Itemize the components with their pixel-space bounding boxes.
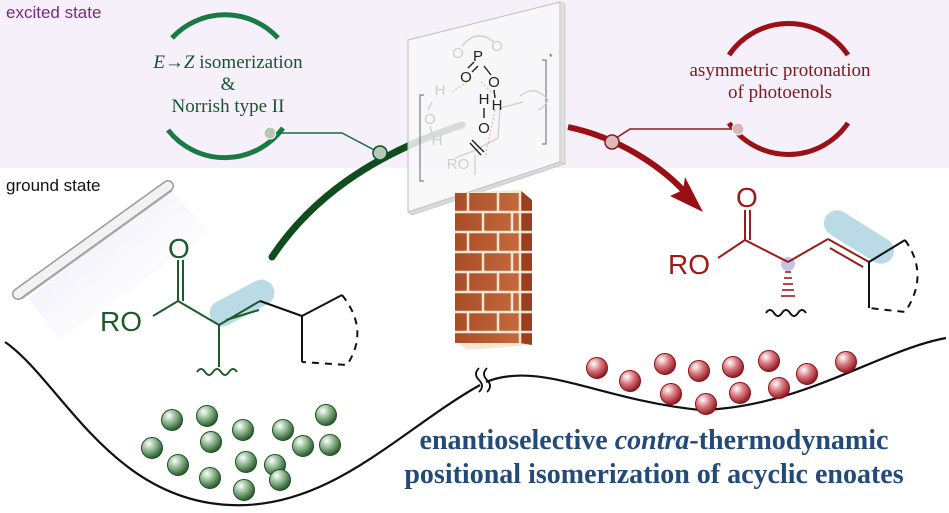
red-molecule-ball — [758, 350, 780, 372]
green-molecule-ball — [141, 437, 163, 459]
red-molecule-ball — [835, 351, 857, 373]
left-cycle-line1: E→Z isomerization — [108, 52, 348, 74]
green-molecule-ball — [233, 479, 255, 501]
right-molecule-O: O — [736, 182, 758, 213]
green-molecule-ball — [167, 454, 189, 476]
Z-label: Z — [183, 52, 195, 73]
light-beam — [28, 190, 210, 340]
lamp-icon — [12, 180, 174, 300]
red-reaction-path — [567, 124, 693, 200]
green-molecule-ball — [200, 431, 222, 453]
left-connector — [276, 132, 381, 154]
red-molecule-ball — [729, 382, 751, 404]
left-cycle-line2: & — [220, 74, 236, 95]
left-molecule — [152, 260, 359, 376]
isomerization-arrow-icon: → — [164, 52, 184, 73]
left-cycle-ring — [166, 12, 286, 161]
green-path-node — [372, 145, 388, 161]
green-molecule-ball — [292, 435, 314, 457]
isomerization-label: isomerization — [194, 52, 303, 73]
figure-title: enantioselective contra-thermodynamic po… — [360, 424, 948, 492]
right-cycle-node — [731, 122, 745, 136]
ts-atom-H2: H — [492, 97, 503, 114]
red-molecule-ball — [654, 353, 676, 375]
red-arrowhead — [670, 177, 703, 212]
right-cycle-line1: asymmetric protonation — [689, 60, 871, 81]
ts-atom-H1: H — [479, 91, 490, 108]
left-cycle-line3: Norrish type II — [171, 96, 285, 117]
energy-curve-left-well — [4, 341, 481, 507]
left-molecule-O: O — [168, 233, 190, 264]
right-cycle-line2: of photoenols — [728, 82, 832, 103]
excited-state-label: excited state — [6, 3, 102, 22]
title-line2: positional isomerization of acyclic enoa… — [404, 459, 904, 490]
title-italic: contra — [614, 425, 690, 456]
red-molecule-ball — [695, 393, 717, 415]
E-label: E — [153, 52, 165, 73]
red-molecule-ball — [768, 377, 790, 399]
left-molecule-RO: RO — [100, 306, 142, 337]
ts-atom-O3: O — [478, 120, 490, 137]
right-cycle-ring — [726, 21, 851, 157]
left-cycle-text: E→Z isomerization & Norrish type II — [108, 52, 348, 118]
green-molecule-ball — [269, 469, 291, 491]
right-molecule — [717, 210, 919, 317]
ts-dagger: * — [549, 52, 553, 62]
red-molecule-ball — [796, 363, 818, 385]
green-molecule-population — [141, 404, 341, 501]
ts-atom-Ofaint2: O — [491, 38, 503, 55]
ts-atom-O1: O — [460, 69, 472, 86]
green-molecule-ball — [272, 419, 294, 441]
green-molecule-ball — [315, 404, 337, 426]
green-molecule-ball — [196, 405, 218, 427]
energy-curve-right-well — [485, 336, 947, 412]
ground-state-label: ground state — [6, 176, 101, 195]
axis-break-icon — [475, 367, 491, 393]
ts-atom-Hfaint1: H — [435, 82, 446, 99]
red-molecule-ball — [688, 360, 710, 382]
ts-atom-ROfaint: RO — [447, 156, 470, 173]
title-part-b: -thermodynamic — [689, 425, 889, 456]
red-molecule-ball — [586, 357, 608, 379]
green-molecule-ball — [235, 451, 257, 473]
ts-atom-Hfaint2: H — [432, 132, 443, 149]
right-connector — [612, 128, 732, 141]
left-cycle-node — [263, 126, 277, 140]
right-molecule-RO: RO — [668, 249, 710, 280]
red-molecule-ball — [722, 356, 744, 378]
red-path-node — [604, 134, 620, 150]
green-molecule-ball — [232, 419, 254, 441]
red-molecule-ball — [660, 383, 682, 405]
transition-state-plate: P O O H H O O O H O H RO * — [407, 1, 566, 216]
red-molecule-ball — [619, 370, 641, 392]
green-molecule-ball — [199, 467, 221, 489]
red-molecule-population — [586, 350, 857, 415]
ts-atom-Ofaint3: O — [424, 111, 436, 128]
ts-atom-P: P — [473, 48, 483, 65]
brick-wall-icon — [455, 190, 532, 350]
green-molecule-ball — [319, 434, 341, 456]
ts-atom-O2: O — [488, 74, 500, 91]
title-line1: enantioselective contra-thermodynamic — [360, 424, 948, 458]
ts-atom-Ofaint1: O — [452, 45, 464, 62]
green-molecule-ball — [161, 409, 183, 431]
title-part-a: enantioselective — [419, 425, 615, 456]
right-cycle-text: asymmetric protonation of photoenols — [650, 60, 910, 104]
